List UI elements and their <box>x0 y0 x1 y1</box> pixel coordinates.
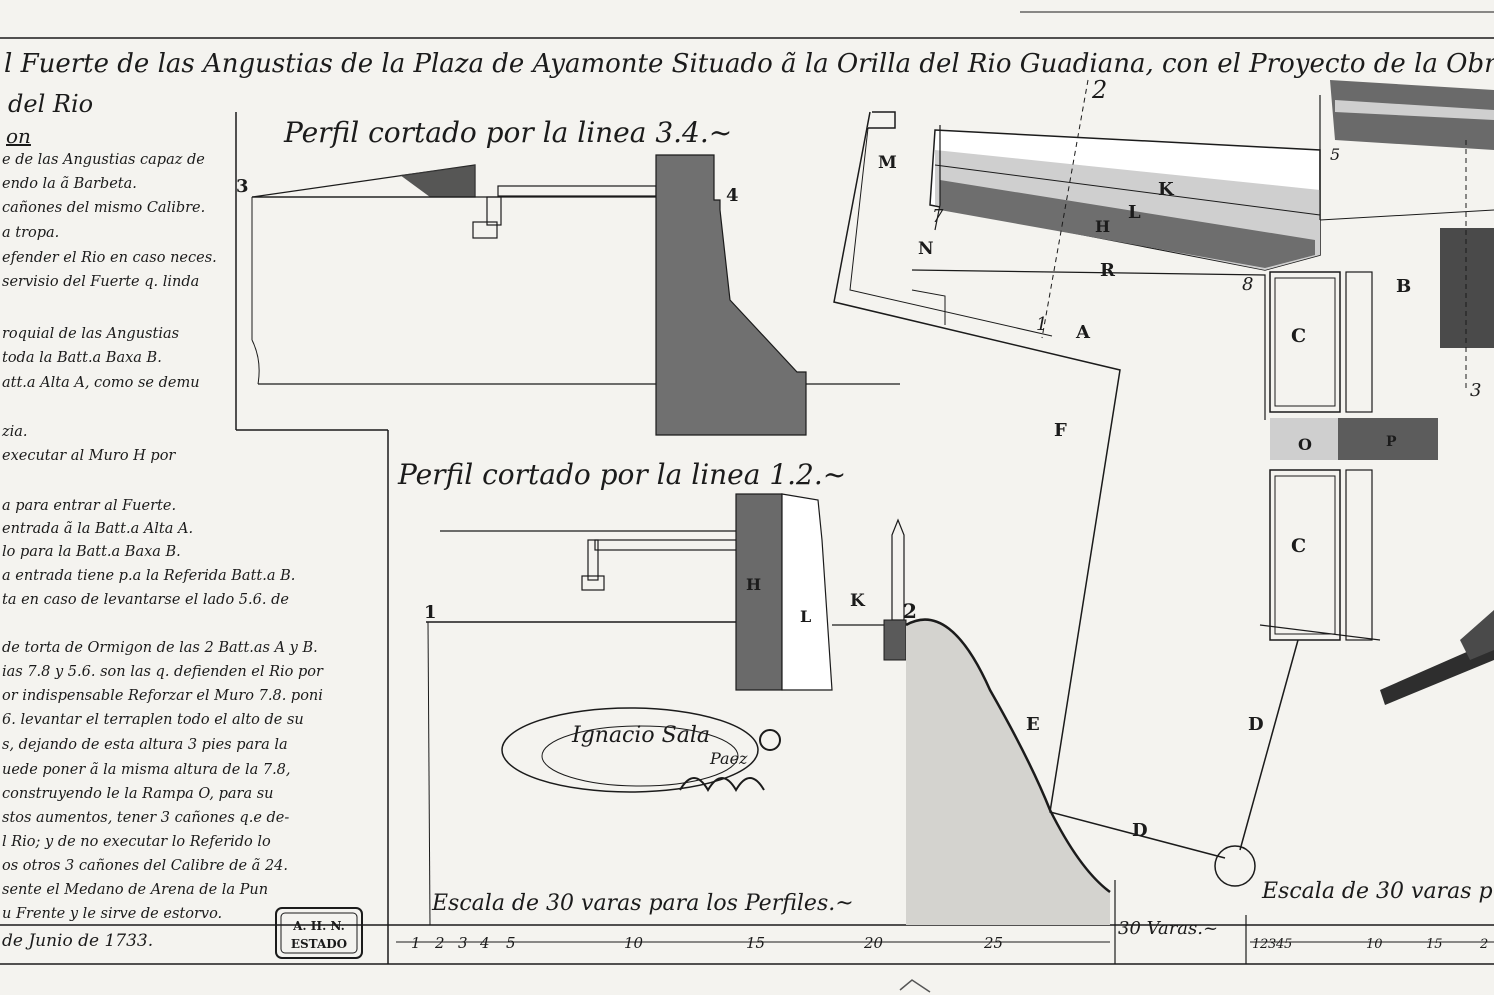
scale-tick: 2 <box>1479 937 1488 952</box>
scale-tick: 15 <box>1426 937 1443 952</box>
profile-34-end-right: 4 <box>726 185 739 206</box>
legend-line: cañones del mismo Calibre. <box>2 200 205 216</box>
legend-line: lo para la Batt.a Baxa B. <box>2 544 181 560</box>
legend-line: a entrada tiene p.a la Referida Batt.a B… <box>2 568 295 584</box>
plan-label-7: 7 <box>932 206 944 227</box>
legend-line: ias 7.8 y 5.6. son las q. defienden el R… <box>2 664 324 680</box>
plan-label-M: M <box>878 153 897 173</box>
fort-plan: M N K L H R A B C C O P F E D D 7 8 5 1 … <box>833 76 1494 887</box>
legend-line: os otros 3 cañones del Calibre de ã 24. <box>2 858 288 874</box>
legend-line: sente el Medano de Arena de la Pun <box>2 882 268 898</box>
plan-label-A: A <box>1075 322 1091 343</box>
plan-label-B: B <box>1396 276 1411 297</box>
signature-line2: Paez <box>709 749 748 768</box>
legend-line: endo la ã Barbeta. <box>2 176 137 192</box>
legend-line: or indispensable Reforzar el Muro 7.8. p… <box>2 688 323 704</box>
scale-tick: 10 <box>1366 937 1383 952</box>
legend-line: construyendo le la Rampa O, para su <box>2 786 274 802</box>
scale-tick: 5 <box>1284 937 1292 952</box>
legend-line: roquial de las Angustias <box>2 326 179 342</box>
plan-label-1: 1 <box>1036 314 1047 335</box>
profile-12-label-K: K <box>850 591 866 611</box>
legend-line: a para entrar al Fuerte. <box>2 498 176 514</box>
legend-line: executar al Muro H por <box>2 448 176 464</box>
plan-label-C-lower: C <box>1291 535 1306 557</box>
legend-line: efender el Rio en caso neces. <box>2 250 217 266</box>
legend-line: a tropa. <box>2 225 59 241</box>
plan-label-D-bottom: D <box>1132 820 1148 841</box>
profile-12-label-H: H <box>746 575 761 594</box>
scale-tick: 20 <box>863 934 884 952</box>
profile-12-end-left: 1 <box>424 602 437 623</box>
profile-34-title: Perfil cortado por la linea 3.4.~ <box>283 116 732 149</box>
legend-line: de torta de Ormigon de las 2 Batt.as A y… <box>2 640 318 656</box>
legend-line: zia. <box>1 424 28 440</box>
legend-line: s, dejando de esta altura 3 pies para la <box>2 737 288 753</box>
signature: Ignacio Sala Paez <box>501 707 781 793</box>
legend-line: 6. levantar el terraplen todo el alto de… <box>2 712 304 728</box>
legend-line: att.a Alta A, como se demu <box>2 375 200 391</box>
legend-line: l Rio; y de no executar lo Referido lo <box>2 834 271 850</box>
plan-label-P: P <box>1386 434 1397 450</box>
legend-line: toda la Batt.a Baxa B. <box>2 350 162 366</box>
scale-profiles-caption: Escala de 30 varas para los Perfiles.~ <box>431 891 854 916</box>
legend: e de las Angustias capaz de endo la ã Ba… <box>1 152 324 951</box>
plan-label-F: F <box>1054 420 1067 441</box>
scale-tick: 15 <box>746 934 765 952</box>
profile-12-end-right: 2 <box>903 599 917 623</box>
legend-heading: on <box>6 124 31 148</box>
plan-label-H: H <box>1095 217 1110 236</box>
scale-tick: 2 <box>1259 937 1268 952</box>
profile-34-end-left: 3 <box>236 176 249 197</box>
legend-date-line: de Junio de 1733. <box>2 931 153 951</box>
scale-tick: 1 <box>411 934 421 952</box>
profile-12-title: Perfil cortado por la linea 1.2.~ <box>397 458 846 491</box>
scale-tick: 3 <box>1268 937 1276 952</box>
scale-tick: 10 <box>624 934 644 952</box>
plan-label-C-upper: C <box>1291 325 1306 347</box>
legend-line: ta en caso de levantarse el lado 5.6. de <box>2 592 289 608</box>
plan-label-R: R <box>1100 260 1116 281</box>
plan-label-L: L <box>1128 202 1141 223</box>
scale-tick: 3 <box>458 934 468 952</box>
plan-label-2: 2 <box>1091 76 1107 104</box>
legend-line: uede poner ã la misma altura de la 7.8, <box>2 762 291 778</box>
map-title-line2: del Rio <box>8 90 93 118</box>
profile-12-label-L: L <box>800 607 811 626</box>
scale-tick: 1 <box>1252 937 1260 952</box>
profile-34: Perfil cortado por la linea 3.4.~ 3 4 <box>236 116 900 436</box>
archive-stamp: A. H. N. ESTADO <box>275 907 363 959</box>
scale-tick: 25 <box>983 934 1003 952</box>
scale-tick: 5 <box>506 934 516 952</box>
scale-tick: 2 <box>434 934 445 952</box>
plan-label-N: N <box>918 239 934 259</box>
plan-label-5: 5 <box>1330 145 1340 164</box>
plan-label-D-right: D <box>1248 714 1264 735</box>
legend-line: entrada ã la Batt.a Alta A. <box>2 521 193 537</box>
legend-line: e de las Angustias capaz de <box>2 152 205 168</box>
map-title: l Fuerte de las Angustias de la Plaza de… <box>4 49 1494 79</box>
scale-profiles: Escala de 30 varas para los Perfiles.~ 1… <box>396 891 1110 952</box>
profile-12: Perfil cortado por la linea 1.2.~ 1 2 H … <box>397 458 1111 926</box>
plan-label-O: O <box>1298 435 1312 454</box>
bottom-ink-mark <box>899 979 931 993</box>
plan-label-E: E <box>1026 714 1040 735</box>
plan-label-K: K <box>1158 179 1175 200</box>
scale-tick: 4 <box>1275 937 1284 952</box>
legend-line: stos aumentos, tener 3 cañones q.e de- <box>2 810 289 826</box>
legend-line: servisio del Fuerte q. linda <box>2 274 199 290</box>
plan-label-3: 3 <box>1470 380 1481 401</box>
stamp-line2: ESTADO <box>291 937 347 951</box>
varas-label: 30 Varas.~ <box>1118 918 1218 939</box>
plan-label-8: 8 <box>1242 274 1253 295</box>
scale-plan: Escala de 30 varas p 1 2 3 4 5 10 15 2 <box>1250 879 1494 952</box>
scale-plan-caption: Escala de 30 varas p <box>1261 879 1493 904</box>
scale-tick: 4 <box>479 934 490 952</box>
signature-line1: Ignacio Sala <box>571 723 710 748</box>
legend-line: u Frente y le sirve de estorvo. <box>2 906 222 922</box>
stamp-line1: A. H. N. <box>292 919 345 933</box>
